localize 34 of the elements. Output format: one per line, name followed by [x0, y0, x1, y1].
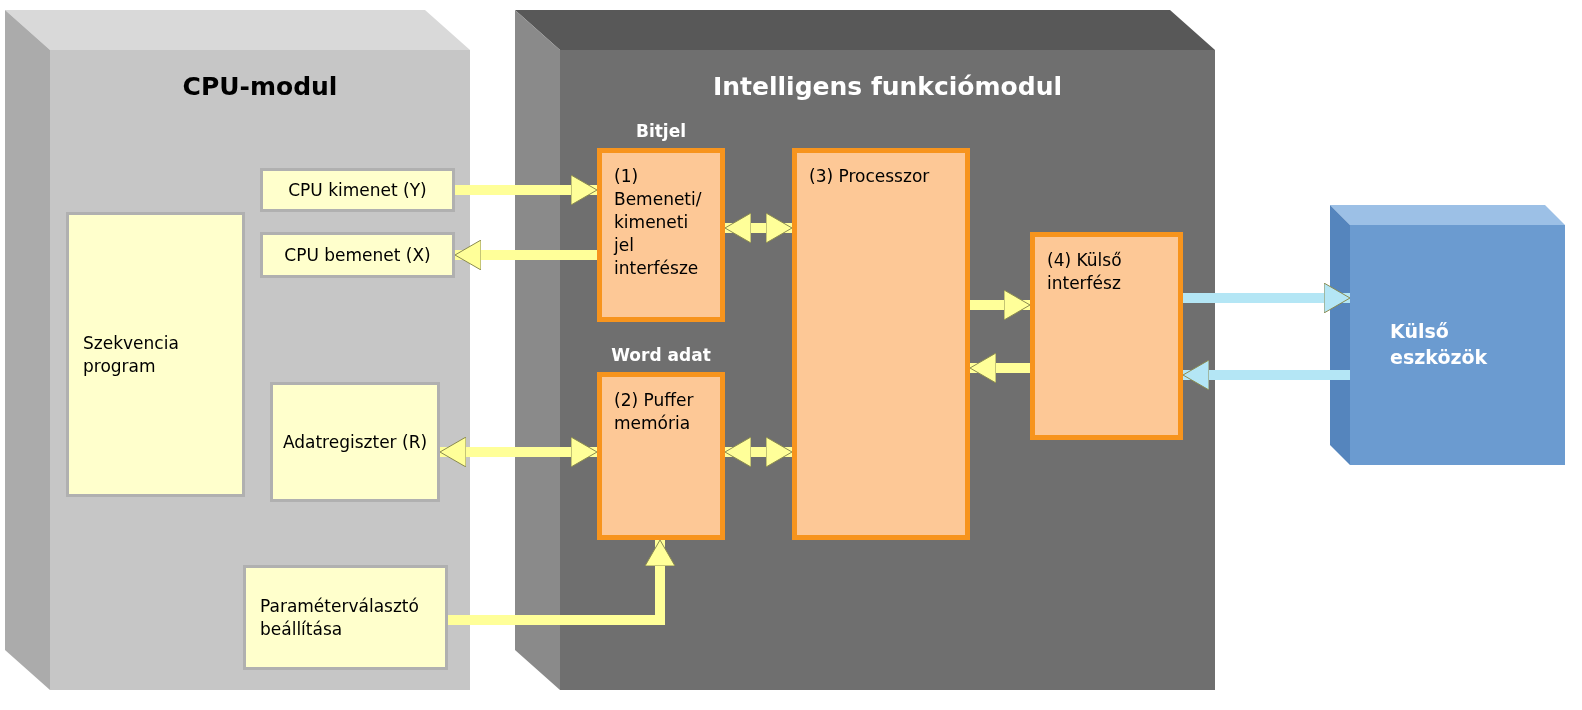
section-heading: Word adat — [610, 344, 712, 367]
box-label: CPU kimenet (Y) — [288, 178, 427, 202]
box-label: (1) Bemeneti/ kimeneti jel interfésze — [614, 165, 703, 280]
box-label: (3) Processzor — [809, 165, 930, 188]
arrow — [1182, 359, 1350, 391]
arrow — [969, 352, 1030, 384]
panel-title: CPU-modul — [181, 72, 339, 101]
panel-title: Intelligens funkciómodul — [711, 72, 1064, 101]
arrow — [1183, 282, 1351, 314]
arrow — [724, 212, 793, 244]
process-box — [270, 382, 440, 502]
process-box — [792, 148, 970, 540]
function-module-panel — [560, 50, 1215, 690]
arrow — [724, 436, 793, 468]
arrow — [448, 539, 676, 625]
arrow — [970, 289, 1031, 321]
section-heading: Bitjel — [634, 120, 688, 143]
process-box — [260, 168, 455, 212]
process-box — [1030, 232, 1183, 440]
arrow — [454, 239, 597, 271]
arrow — [455, 174, 598, 206]
box-label: Szekvencia program — [83, 331, 180, 378]
box-label: Külső eszközök — [1390, 319, 1489, 370]
cpu-module-panel — [50, 50, 470, 690]
process-box — [66, 212, 245, 497]
box-label: CPU bemenet (X) — [284, 243, 431, 267]
box-label: Paraméterválasztó beállítása — [260, 594, 420, 641]
arrow — [439, 436, 598, 468]
box-label: Adatregiszter (R) — [282, 430, 428, 454]
box-label: (2) Puffer memória — [614, 389, 695, 435]
device-block — [1350, 225, 1565, 465]
box-label: (4) Külső interfész — [1047, 249, 1123, 295]
process-box — [243, 565, 448, 670]
process-box — [260, 232, 455, 278]
